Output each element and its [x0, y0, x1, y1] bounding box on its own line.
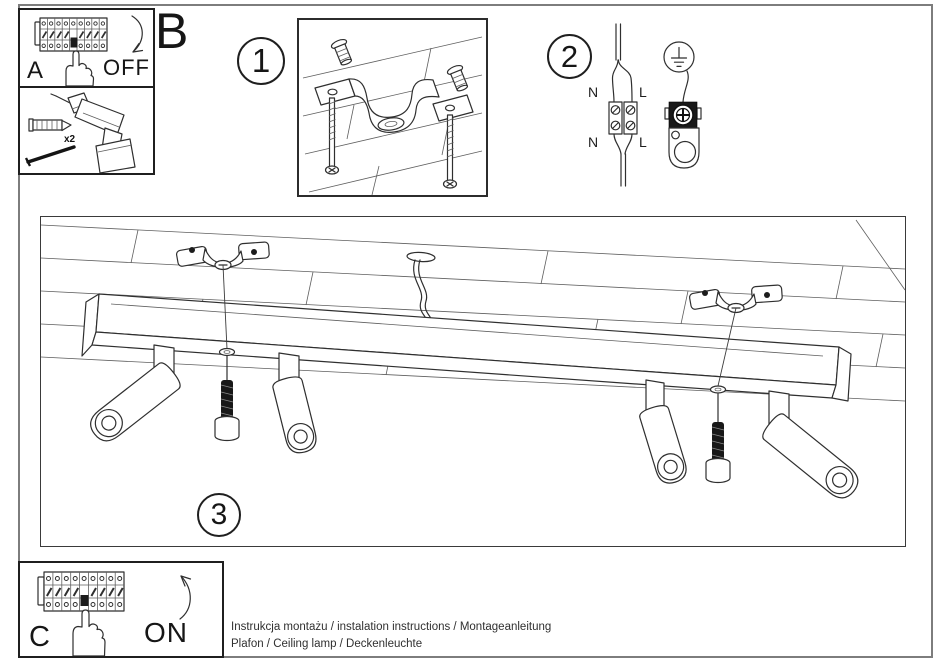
power-on-panel: C ON — [18, 561, 224, 658]
ground-wire — [682, 70, 689, 103]
allen-screw-1 — [214, 355, 240, 442]
power-cable-bottom — [613, 133, 633, 187]
step-1-number: 1 — [251, 42, 271, 79]
power-off-illustration — [34, 15, 144, 87]
omega-bracket-icon — [314, 78, 474, 133]
drill-icon — [50, 92, 136, 174]
terminal-block-icon — [608, 101, 638, 135]
screw-hole — [709, 385, 727, 394]
pointing-hand-icon — [72, 609, 106, 657]
spotlight-head-4 — [762, 413, 859, 499]
long-screw-icon — [324, 97, 340, 175]
panel-a-label: A — [27, 57, 44, 84]
tools-panel: x2 — [18, 86, 155, 175]
wiring-illustration: N L N L — [588, 23, 702, 187]
step-2-badge: 2 — [547, 34, 592, 79]
footer-text: Instrukcja montażu / instalation instruc… — [231, 619, 551, 652]
breaker-toggle — [70, 37, 78, 48]
ceiling-bracket-icon — [688, 284, 783, 314]
ceiling-cable — [406, 251, 436, 320]
panel-c-label: C — [29, 621, 50, 653]
expansion-anchor-icon — [330, 38, 353, 66]
live-bottom-label: L — [639, 134, 647, 150]
allen-screw-2 — [705, 393, 731, 484]
neutral-bottom-label: N — [588, 134, 598, 150]
anchor-quantity-label: x2 — [64, 134, 76, 145]
screw-hole-inner — [223, 350, 231, 354]
screw-hole-inner — [714, 387, 722, 392]
step-3-number: 3 — [210, 498, 228, 531]
alignment-lines — [222, 264, 737, 387]
screw-hole — [218, 347, 236, 357]
arrow-on-icon — [179, 575, 192, 620]
ground-symbol-icon — [663, 41, 695, 73]
spotlight-head-1 — [90, 362, 181, 442]
footer-line-2: Plafon / Ceiling lamp / Deckenleuchte — [231, 637, 423, 650]
ceiling-bracket-icon — [175, 241, 270, 271]
circuit-breaker-icon — [37, 571, 125, 612]
off-label: OFF — [103, 55, 150, 80]
circuit-breaker-icon — [34, 17, 108, 52]
power-cable-top — [611, 23, 633, 103]
mounting-screw-icon — [24, 145, 76, 167]
wall-plug-icon — [28, 118, 72, 132]
spotlight-head-2 — [272, 376, 317, 454]
bracket-mounting-illustration — [302, 36, 483, 196]
live-top-label: L — [639, 84, 647, 100]
on-label: ON — [144, 617, 188, 648]
neutral-top-label: N — [588, 84, 598, 100]
step-3-badge: 3 — [197, 493, 241, 537]
power-off-panel: A OFF — [18, 8, 155, 88]
pointing-hand-icon — [65, 50, 95, 87]
long-screw-icon — [442, 114, 458, 189]
lamp-assembly-illustration — [40, 219, 906, 499]
step-1-badge: 1 — [237, 37, 285, 85]
ground-terminal-icon — [664, 101, 702, 169]
section-label: B — [155, 3, 189, 59]
breaker-toggle — [80, 595, 89, 606]
expansion-anchor-icon — [446, 64, 469, 92]
spotlight-head-3 — [639, 405, 687, 484]
arrow-off-icon — [131, 15, 144, 53]
page-border — [18, 4, 933, 658]
step-2-number: 2 — [560, 38, 579, 74]
main-assembly-panel — [40, 216, 906, 547]
footer-line-1: Instrukcja montażu / instalation instruc… — [231, 621, 552, 633]
power-on-illustration — [37, 571, 192, 657]
tools-illustration — [24, 92, 136, 174]
step-1-panel — [297, 18, 488, 197]
